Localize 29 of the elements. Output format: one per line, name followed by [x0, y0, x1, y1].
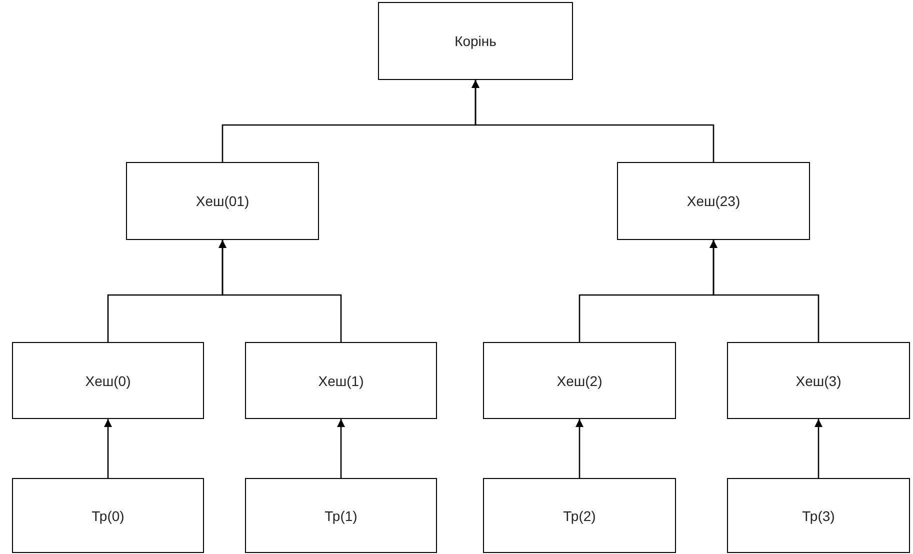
hash-box: [12, 478, 204, 553]
hash-box: [727, 342, 910, 419]
node-label: Хеш(1): [318, 372, 364, 388]
arrow: [472, 80, 714, 162]
node-label: Хеш(3): [796, 372, 842, 388]
node-label: Корінь: [454, 33, 496, 49]
node-label: Хеш(2): [556, 372, 602, 388]
arrow: [814, 419, 822, 478]
arrow: [104, 419, 112, 478]
node-label: Хеш(01): [196, 193, 250, 209]
arrow: [218, 240, 342, 342]
node-label: Хеш(23): [686, 193, 740, 209]
hash-box: [483, 342, 676, 419]
hash-box: [245, 478, 437, 553]
hash-box: [617, 162, 810, 240]
hash-box: [378, 2, 573, 80]
hash-box: [245, 342, 437, 419]
hash-box: [483, 478, 676, 553]
node-label: Тр(1): [324, 508, 358, 524]
node-label: Тр(3): [802, 508, 835, 524]
arrow: [337, 419, 345, 478]
node-label: Тр(0): [92, 508, 124, 524]
arrow: [710, 240, 820, 342]
hash-box: [12, 342, 204, 419]
arrow: [576, 419, 584, 478]
hash-box: [126, 162, 319, 240]
hash-box: [727, 478, 910, 553]
node-label: Хеш(0): [85, 372, 131, 388]
node-label: Тр(2): [563, 508, 596, 524]
